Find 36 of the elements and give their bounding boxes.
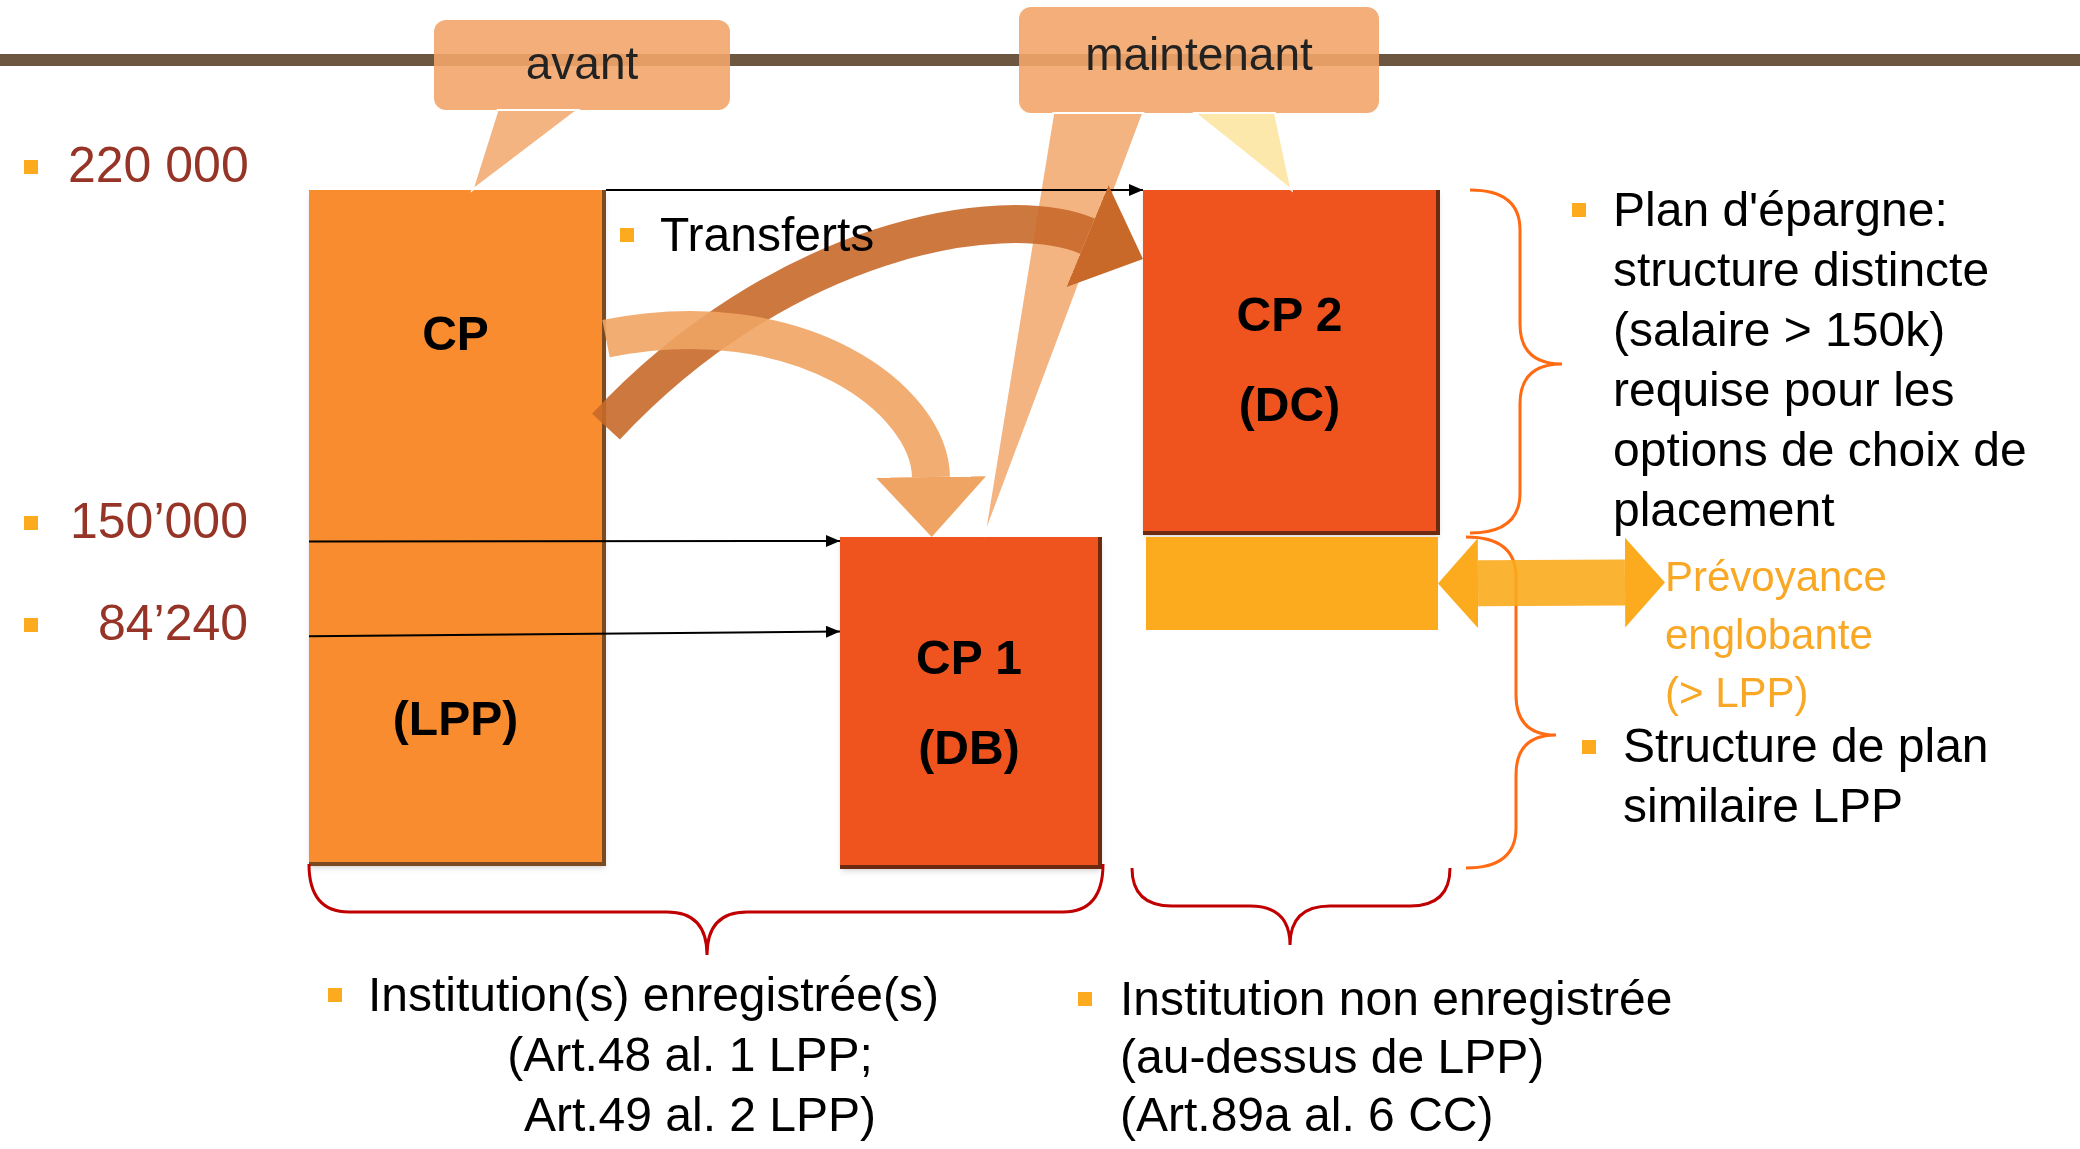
label-text: (Art.48 al. 1 LPP;	[506, 1027, 874, 1083]
label-text: 84’240	[98, 594, 249, 652]
label-text: Plan d'épargne: structure distincte (salaire > 150k) requise pour les options de choix de placement	[1613, 182, 2028, 538]
label-text: 150’000	[70, 492, 248, 550]
arrow	[308, 535, 841, 547]
box-label: CP 2	[1235, 287, 1344, 343]
label-text: (au-dessus de LPP)	[1120, 1029, 1545, 1085]
double-arrow	[1438, 537, 1665, 629]
curved-arrow	[592, 183, 1145, 441]
callout-pointer	[983, 112, 1145, 538]
box-label: (DC)	[1237, 377, 1342, 433]
callout-pointer	[1192, 112, 1293, 191]
label-text: Art.49 al. 2 LPP)	[522, 1087, 878, 1143]
speech-callout	[434, 20, 730, 110]
box-label: CP	[421, 306, 490, 362]
box-label: CP 1	[915, 630, 1023, 686]
label-text: Structure de plan similaire LPP	[1623, 718, 1990, 834]
label-text: Institution non enregistrée	[1120, 971, 1673, 1027]
note-label: Prévoyance englobante (> LPP)	[1665, 552, 1888, 718]
callout-label: avant	[524, 36, 640, 91]
speech-callout	[1019, 7, 1379, 113]
label-text: Transferts	[660, 207, 875, 263]
plan-box	[309, 190, 606, 866]
box-label: (LPP)	[391, 691, 520, 747]
box-label: (DB)	[917, 720, 1021, 776]
arrow	[605, 184, 1144, 196]
label-text: 220 000	[68, 136, 249, 194]
arrow	[308, 625, 841, 638]
bar	[1146, 537, 1438, 630]
callout-label: maintenant	[1084, 27, 1314, 82]
callout-pointer	[471, 109, 581, 191]
plan-box	[1143, 190, 1440, 535]
curved-arrow	[603, 311, 986, 537]
plan-box	[840, 537, 1102, 869]
label-text: Institution(s) enregistrée(s)	[368, 967, 939, 1023]
label-text: (Art.89a al. 6 CC)	[1120, 1087, 1494, 1143]
